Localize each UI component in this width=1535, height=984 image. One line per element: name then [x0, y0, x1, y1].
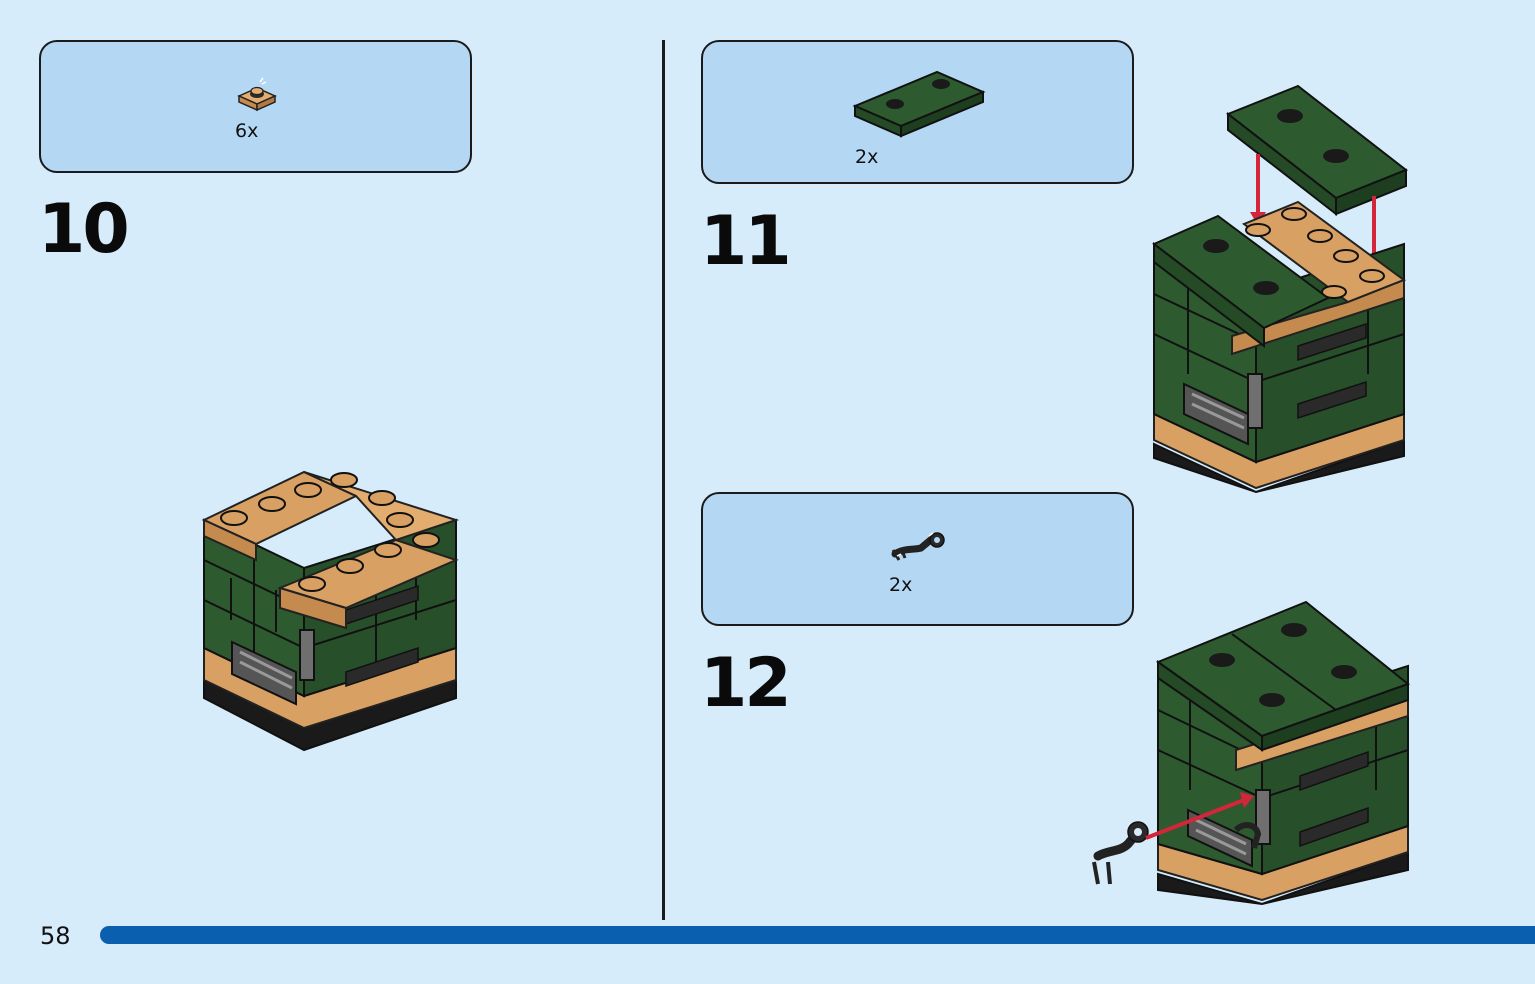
tan-round-plate-1x1-icon	[237, 77, 277, 112]
step-12-parts-box: 2x	[701, 492, 1134, 626]
step-10-number: 10	[38, 190, 130, 269]
progress-bar	[100, 926, 1535, 944]
step-10-part-qty: 6x	[235, 120, 259, 142]
step-12-model-illustration	[1092, 600, 1411, 906]
step-10-model-illustration	[201, 470, 460, 752]
dark-green-plate-2x4-icon	[852, 70, 986, 138]
page-number: 58	[40, 922, 71, 950]
page-divider	[662, 40, 665, 920]
step-11-parts-box: 2x	[701, 40, 1134, 184]
step-12-number: 12	[700, 644, 792, 723]
step-11-part-qty: 2x	[855, 146, 879, 168]
step-10-parts-box: 6x	[39, 40, 472, 173]
black-clip-arm-icon	[891, 532, 945, 561]
step-12-part-qty: 2x	[889, 574, 913, 596]
step-11-model-illustration	[1152, 84, 1408, 494]
step-11-number: 11	[700, 202, 792, 281]
